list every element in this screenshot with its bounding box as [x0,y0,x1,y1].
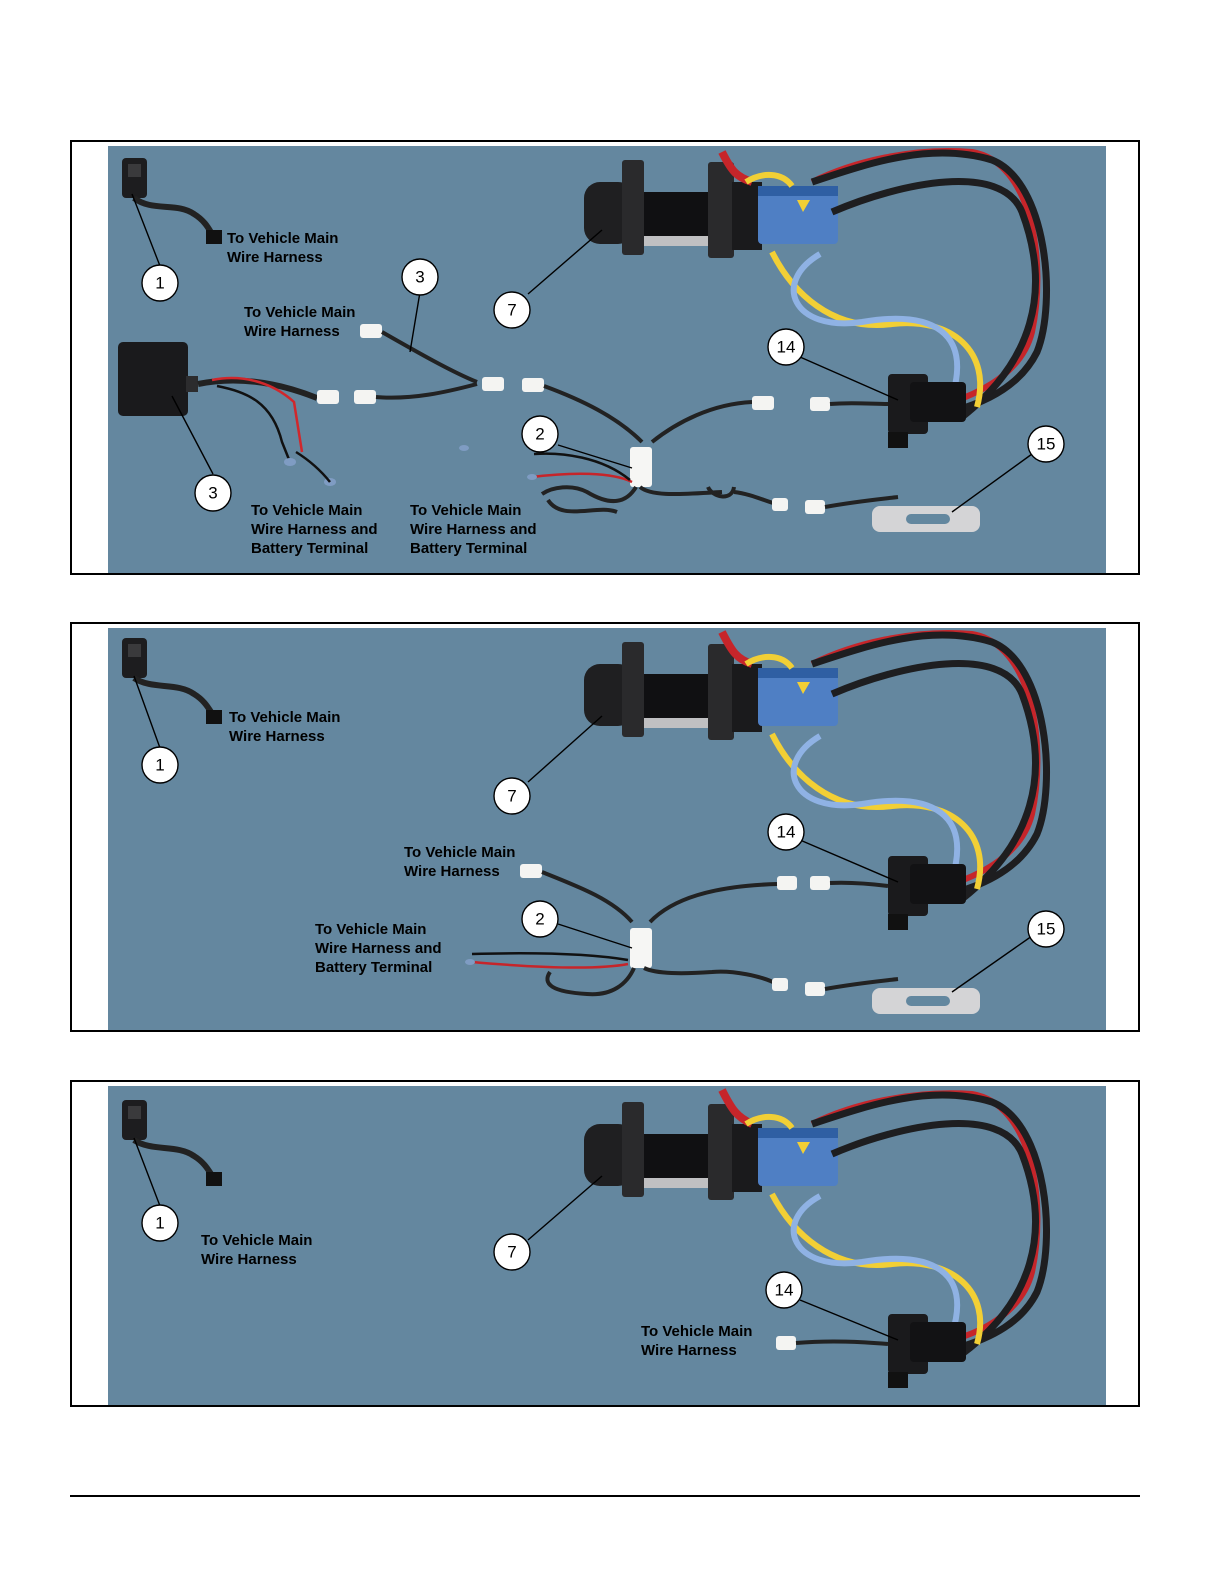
callout-7: 7 [493,777,531,815]
svg-text:7: 7 [507,787,516,806]
photo-panel-3: 1 7 14 To Vehicle Main Wire Harness To V… [108,1086,1106,1405]
contactor [810,374,966,448]
label-switch-harness-line2: Wire Harness [201,1251,297,1268]
label-module-harness-line1: To Vehicle Main [404,844,515,861]
label-switch-harness-line2: Wire Harness [229,728,325,745]
control-wires [769,732,984,890]
footer-rule [70,1495,1140,1497]
rocker-switch [122,1100,222,1186]
svg-text:1: 1 [155,1214,164,1233]
diagram-panel-3: 1 7 14 To Vehicle Main Wire Harness To V… [70,1080,1140,1407]
label-relay-harness-line2: Wire Harness [244,323,340,340]
svg-text:14: 14 [777,338,796,357]
svg-text:7: 7 [507,1243,516,1262]
callout-14: 14 [765,1271,803,1309]
callout-15: 15 [1027,425,1065,463]
label-battery-right-line1: To Vehicle Main [410,502,521,519]
label-battery-left-line3: Battery Terminal [251,540,368,557]
label-module-harness-line2: Wire Harness [404,863,500,880]
callout-3-harness: 3 [401,258,439,296]
callout-7: 7 [493,291,531,329]
callout-2: 2 [521,415,559,453]
label-contactor-harness-line1: To Vehicle Main [641,1323,752,1340]
photo-panel-1: 1 3 3 7 14 2 15 To Vehicle Main Wire Har… [108,146,1106,573]
label-switch-harness-line1: To Vehicle Main [227,230,338,247]
callout-1: 1 [141,1204,179,1242]
photo-panel-2: 1 7 14 2 15 To Vehicle Main Wire Harness… [108,628,1106,1030]
contactor [776,1314,966,1388]
label-switch-harness-line2: Wire Harness [227,249,323,266]
svg-text:1: 1 [155,756,164,775]
svg-text:15: 15 [1037,920,1056,939]
label-battery-right-line3: Battery Terminal [410,540,527,557]
svg-text:2: 2 [535,425,544,444]
control-module [459,378,788,514]
module-box [630,928,652,968]
leader-lines [133,1137,899,1341]
control-wires [769,1192,984,1345]
callout-1: 1 [141,264,179,302]
svg-text:15: 15 [1037,435,1056,454]
fairlead [805,495,980,532]
label-battery-left-line2: Wire Harness and [251,521,378,538]
label-contactor-harness-line2: Wire Harness [641,1342,737,1359]
power-cables [810,148,1051,420]
leader-lines [133,675,1033,993]
callout-1: 1 [141,746,179,784]
contactor [777,856,966,930]
rocker-switch [122,158,222,244]
control-module [465,864,788,997]
relay-harness [354,324,504,404]
winch [584,630,838,740]
fairlead [805,977,980,1014]
label-switch-harness-line1: To Vehicle Main [201,1232,312,1249]
label-relay-harness-line1: To Vehicle Main [244,304,355,321]
svg-text:1: 1 [155,274,164,293]
label-battery-line1: To Vehicle Main [315,921,426,938]
winch [584,1088,838,1200]
leader-lines [131,193,1033,513]
label-switch-harness-line1: To Vehicle Main [229,709,340,726]
winch [584,150,838,258]
rocker-switch [122,638,222,724]
diagram-panel-2: 1 7 14 2 15 To Vehicle Main Wire Harness… [70,622,1140,1032]
callout-14: 14 [767,813,805,851]
power-cables [810,630,1051,902]
label-battery-right-line2: Wire Harness and [410,521,537,538]
control-wires [769,250,984,408]
svg-text:3: 3 [415,268,424,287]
callout-7: 7 [493,1233,531,1271]
power-cables [810,1090,1051,1357]
svg-text:2: 2 [535,910,544,929]
diagram-panel-1: 1 3 3 7 14 2 15 To Vehicle Main Wire Har… [70,140,1140,575]
label-battery-left-line1: To Vehicle Main [251,502,362,519]
svg-text:14: 14 [775,1281,794,1300]
callout-15: 15 [1027,910,1065,948]
callout-3-relay: 3 [194,474,232,512]
label-battery-line3: Battery Terminal [315,959,432,976]
svg-text:3: 3 [208,484,217,503]
callout-2: 2 [521,900,559,938]
module-box [630,447,652,487]
label-battery-line2: Wire Harness and [315,940,442,957]
svg-text:14: 14 [777,823,796,842]
svg-text:7: 7 [507,301,516,320]
callout-14: 14 [767,328,805,366]
relay-module [118,342,339,486]
